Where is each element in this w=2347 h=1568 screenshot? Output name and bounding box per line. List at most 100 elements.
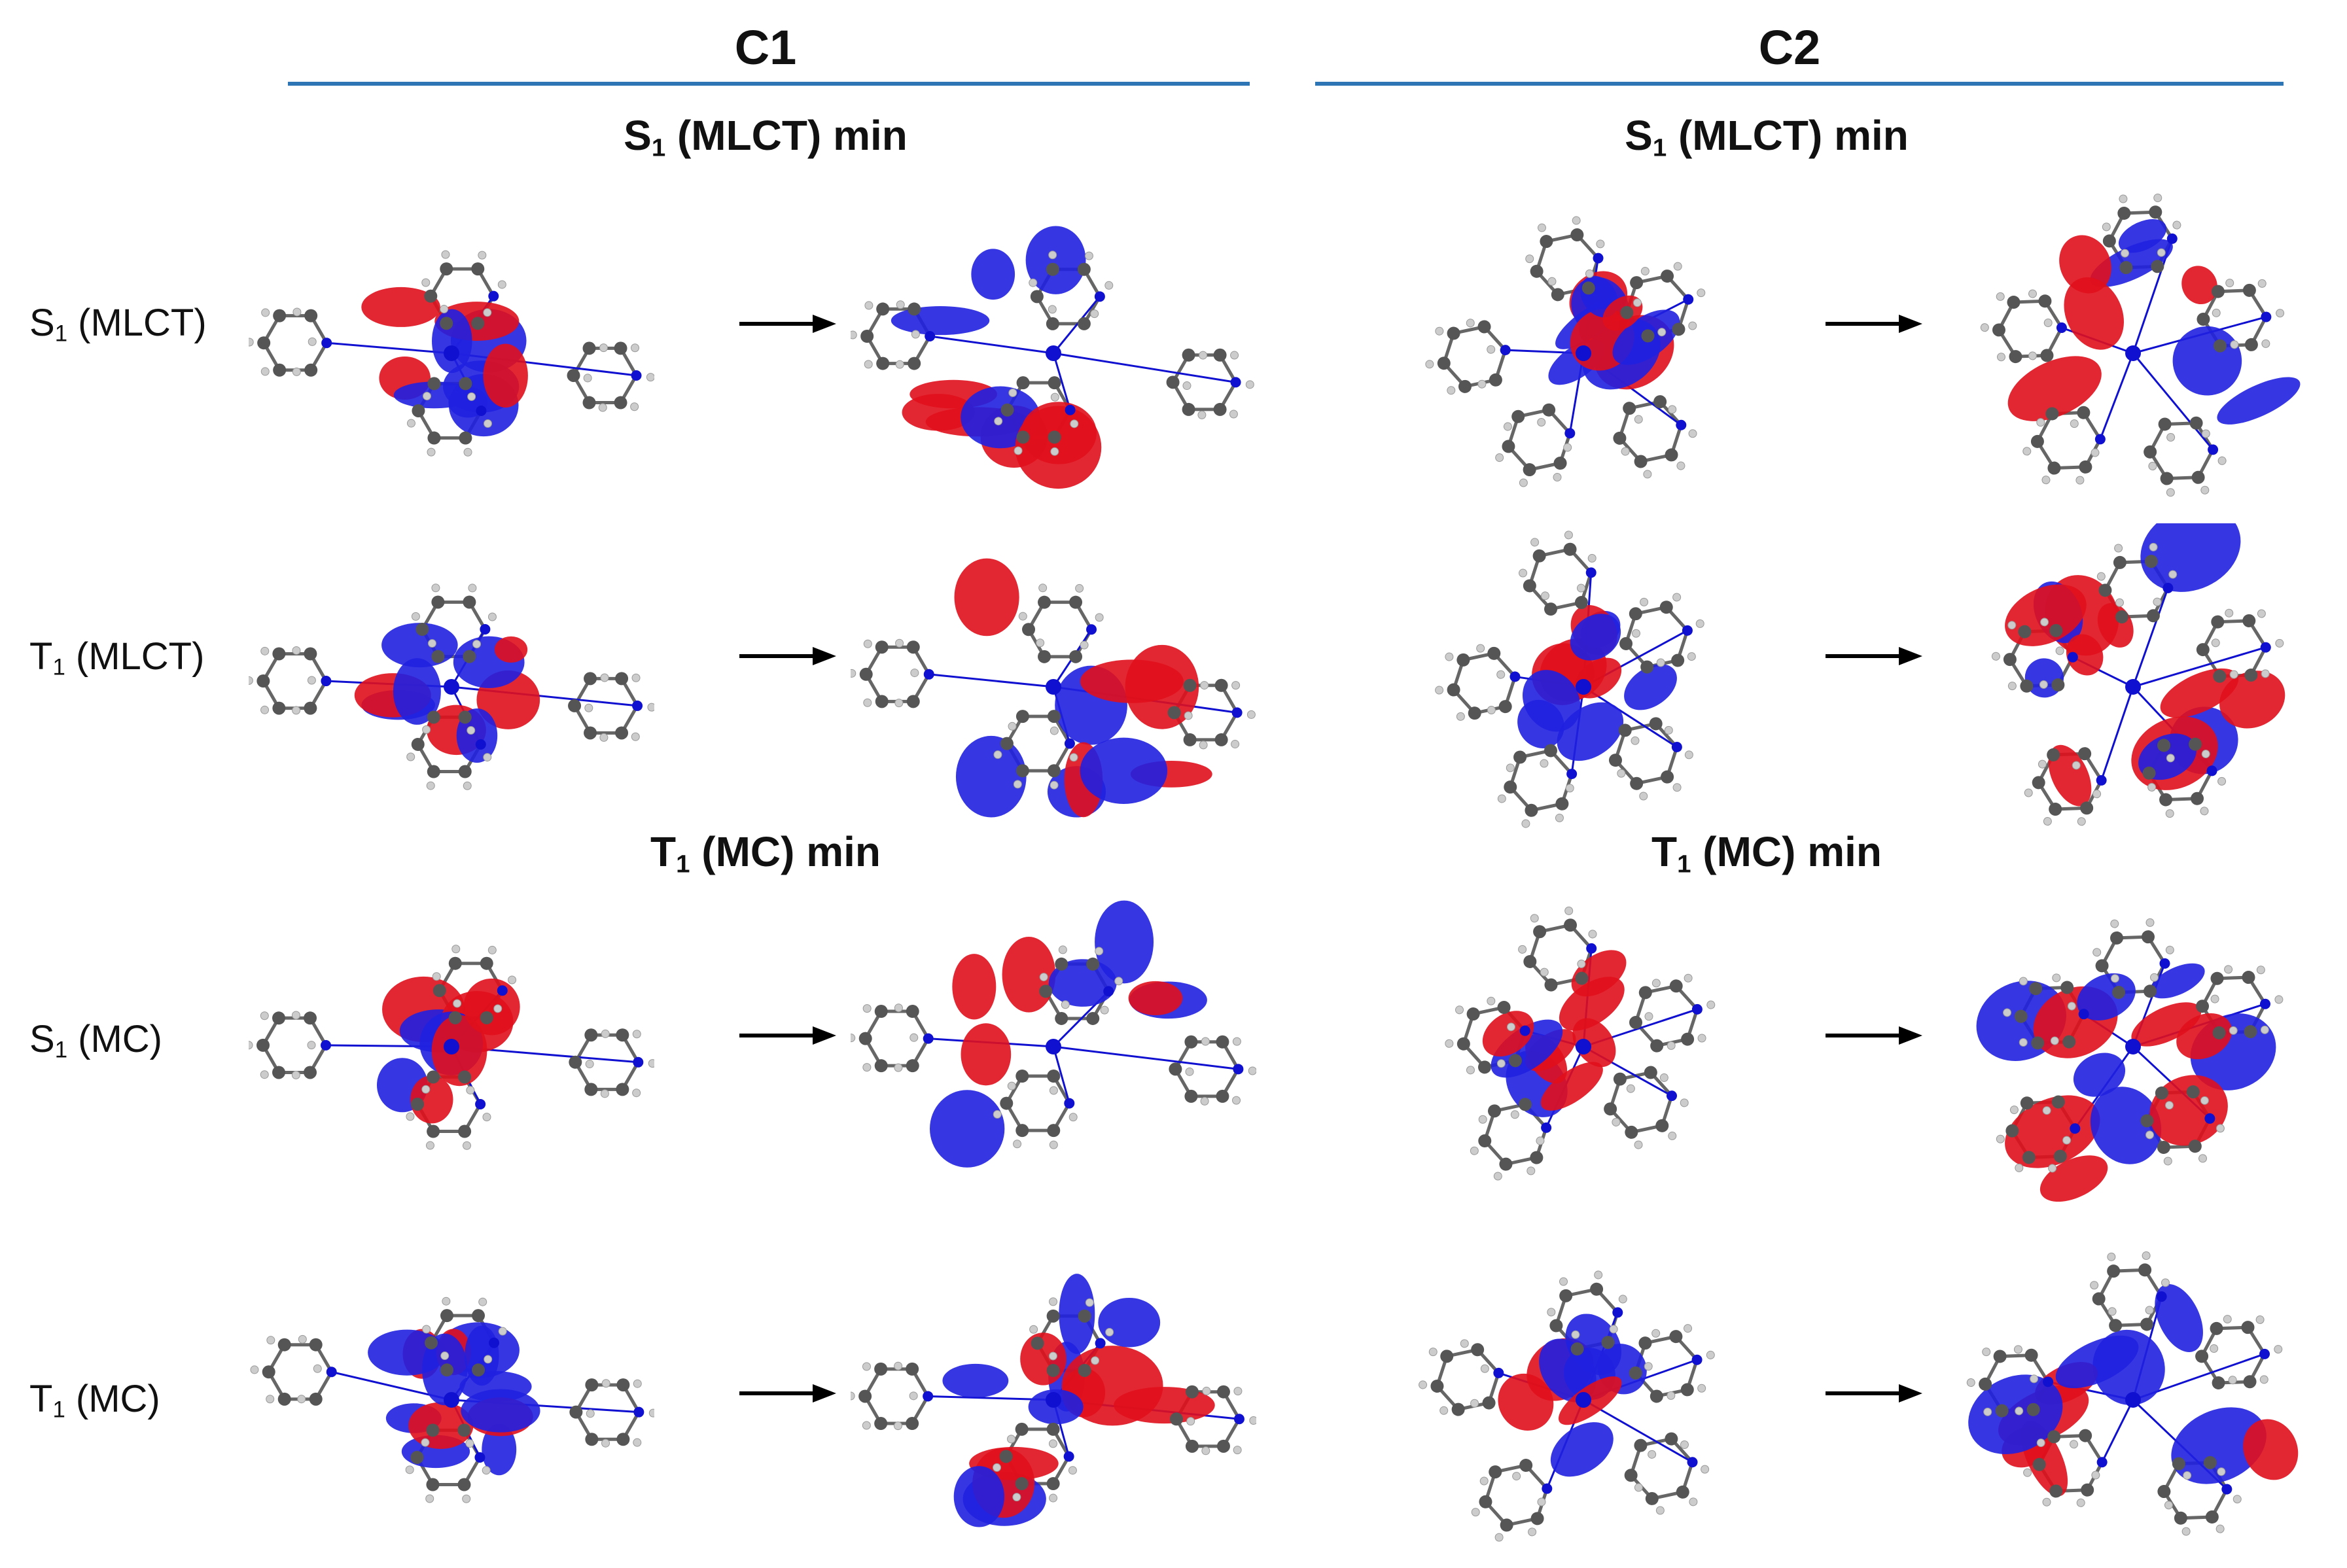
carbon-atom <box>1015 1124 1029 1138</box>
hydrogen-atom <box>292 646 301 655</box>
hydrogen-atom <box>631 343 640 353</box>
hydrogen-atom <box>1651 1329 1661 1338</box>
carbon-atom <box>459 431 472 445</box>
hydrogen-atom <box>1621 447 1630 456</box>
carbon-atom <box>2024 1348 2038 1362</box>
carbon-atom <box>2032 776 2045 790</box>
metal-center <box>1576 1039 1591 1054</box>
nitrogen-atom <box>1691 1003 1703 1015</box>
hydrogen-atom <box>1231 681 1241 690</box>
orbital-panel-r1-c2 <box>851 226 1254 489</box>
carbon-atom <box>2062 1035 2076 1049</box>
hydrogen-atom <box>1061 1000 1070 1009</box>
carbon-atom <box>1477 320 1491 334</box>
hydrogen-atom <box>1104 281 1114 290</box>
hydrogen-atom <box>260 705 270 714</box>
hydrogen-atom <box>427 638 436 648</box>
orbital-panel-r3-c4 <box>1976 918 2284 1202</box>
hydrogen-atom <box>484 419 493 428</box>
carbon-atom <box>1553 457 1567 470</box>
carbon-atom <box>427 431 441 445</box>
carbon-atom <box>425 1336 438 1350</box>
hydrogen-atom <box>468 584 477 593</box>
hydrogen-atom <box>1528 1527 1537 1537</box>
carbon-atom <box>1630 276 1644 290</box>
hydrogen-atom <box>411 612 420 621</box>
hydrogen-atom <box>2163 1157 2172 1166</box>
carbon-atom <box>2081 1483 2094 1497</box>
carbon-atom <box>2038 294 2052 308</box>
carbon-atom <box>2049 623 2063 637</box>
carbon-atom <box>2079 460 2092 474</box>
hydrogen-atom <box>2007 682 2017 691</box>
bond-line <box>1618 408 1631 439</box>
carbon-atom <box>1430 1379 1444 1393</box>
carbon-atom <box>1182 402 1195 416</box>
hydrogen-atom <box>406 419 415 428</box>
carbon-atom <box>2119 261 2133 275</box>
hydrogen-atom <box>599 733 609 742</box>
nitrogen-atom <box>1509 671 1521 682</box>
carbon-atom <box>2107 1264 2121 1278</box>
hydrogen-atom <box>601 1438 610 1448</box>
hydrogen-atom <box>2036 1438 2045 1448</box>
hydrogen-atom <box>1537 1497 1546 1507</box>
orbital-lobe-negative <box>2171 1407 2267 1484</box>
hydrogen-atom <box>1050 392 1059 402</box>
hydrogen-atom <box>1632 298 1642 307</box>
hydrogen-atom <box>1080 640 1089 650</box>
hydrogen-atom <box>2232 1495 2242 1504</box>
metal-bond-line <box>1052 296 1101 354</box>
carbon-atom <box>1549 1319 1563 1333</box>
orbital-lobe-negative <box>1048 959 1117 1007</box>
hydrogen-atom <box>1445 1039 1454 1048</box>
nitrogen-atom <box>2070 1123 2081 1134</box>
carbon-atom <box>2080 801 2094 815</box>
carbon-atom <box>615 672 629 686</box>
carbon-atom <box>1048 376 1061 390</box>
carbon-atom <box>458 710 472 724</box>
hydrogen-atom <box>261 308 270 317</box>
hydrogen-atom <box>2210 1344 2219 1353</box>
hydrogen-atom <box>2091 1471 2100 1480</box>
carbon-atom <box>1016 430 1030 444</box>
orbital-lobe-negative <box>891 306 990 336</box>
nitrogen-atom <box>475 1098 486 1109</box>
hydrogen-atom <box>1233 1446 1242 1455</box>
carbon-atom <box>2047 461 2061 475</box>
carbon-atom <box>277 1338 291 1351</box>
hydrogen-atom <box>1246 710 1256 719</box>
carbon-atom <box>2140 1114 2154 1128</box>
orbital-lobe-positive <box>408 1402 474 1449</box>
hydrogen-atom <box>1525 254 1534 264</box>
nitrogen-atom <box>2156 1291 2167 1302</box>
nitrogen-atom <box>923 669 934 680</box>
hydrogen-atom <box>2164 1101 2174 1110</box>
hydrogen-atom <box>2228 1376 2237 1385</box>
nitrogen-atom <box>923 1391 934 1402</box>
carbon-atom <box>411 1097 425 1111</box>
hydrogen-atom <box>1634 1140 1643 1149</box>
hydrogen-atom <box>1689 1497 1698 1507</box>
hydrogen-atom <box>1233 1387 1243 1396</box>
nitrogen-atom <box>321 1039 332 1051</box>
hydrogen-atom <box>1655 1506 1665 1515</box>
carbon-atom <box>304 309 318 322</box>
hydrogen-atom <box>2274 995 2284 1004</box>
carbon-atom <box>858 1032 872 1045</box>
hydrogen-atom <box>1075 584 1084 593</box>
carbon-atom <box>1498 700 1512 714</box>
carbon-atom <box>1625 1125 1638 1139</box>
carbon-atom <box>1047 1069 1061 1083</box>
carbon-atom <box>1183 678 1197 692</box>
carbon-atom <box>1185 1385 1199 1399</box>
carbon-atom <box>1676 1485 1689 1499</box>
carbon-atom <box>2095 959 2109 973</box>
carbon-atom <box>2029 982 2043 996</box>
orbital-lobe-negative <box>2140 523 2241 592</box>
carbon-atom <box>1644 1066 1657 1079</box>
carbon-atom <box>2079 1429 2092 1442</box>
hydrogen-atom <box>260 646 270 655</box>
hydrogen-atom <box>478 251 487 260</box>
hydrogen-atom <box>584 703 593 712</box>
